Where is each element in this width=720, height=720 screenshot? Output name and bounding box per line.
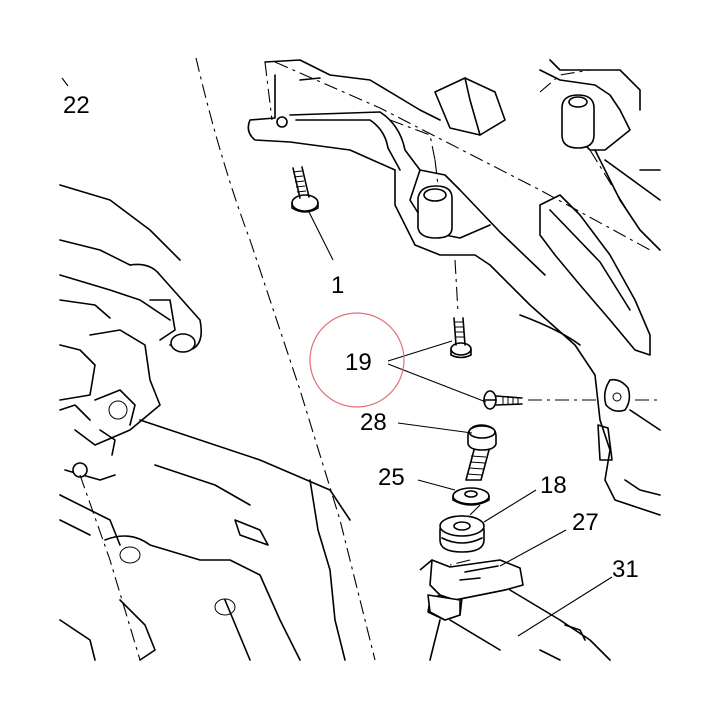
clip-bracket (419, 559, 611, 661)
callout-19: 19 (345, 349, 372, 376)
callout-18: 18 (540, 472, 567, 499)
leader-lines (61, 77, 613, 637)
callout-31: 31 (612, 556, 639, 583)
grommet-18 (439, 515, 485, 553)
callout-1: 1 (331, 272, 344, 299)
screw-19-vertical (450, 317, 472, 359)
left-assembly (59, 184, 351, 661)
screw-1 (291, 166, 319, 213)
callout-22: 22 (63, 92, 90, 119)
callout-25: 25 (378, 464, 405, 491)
callout-27: 27 (572, 509, 599, 536)
centerlines (195, 57, 660, 661)
screw-19-horizontal (483, 390, 523, 410)
callout-28: 28 (360, 409, 387, 436)
highlight-circle (309, 312, 405, 408)
washer-25 (452, 487, 490, 506)
bolt-28 (465, 424, 497, 481)
upper-bracket (247, 59, 661, 516)
